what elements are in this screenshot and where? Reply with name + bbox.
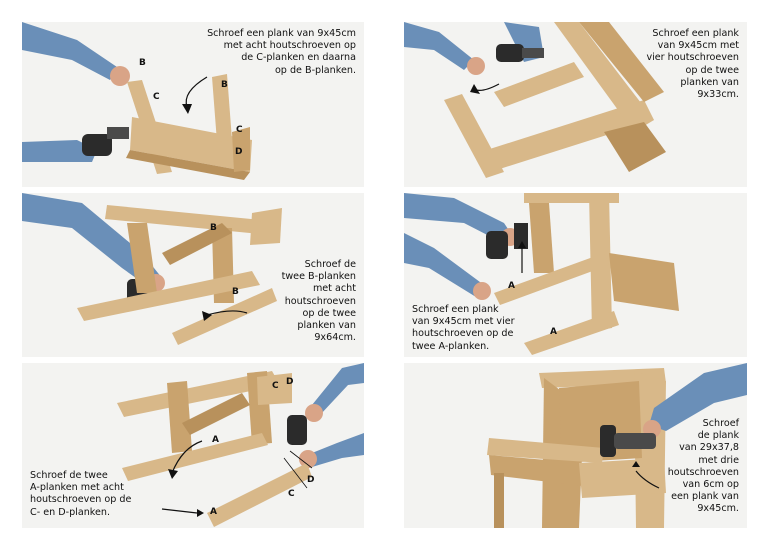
step-panel-2: Schroef een plank van 9x45cm met vier ho… [404, 22, 747, 187]
board-label-d: D [286, 377, 294, 387]
step-1-illustration [22, 22, 252, 180]
board-label-b: B [139, 58, 146, 68]
step-5-caption: Schroef de twee A-planken met acht houts… [30, 470, 132, 518]
board-label-d: D [307, 475, 315, 485]
step-3-caption: Schroef de twee B-planken met acht houts… [281, 259, 356, 344]
board-label-b: B [232, 287, 239, 297]
step-6-illustration [487, 363, 747, 528]
board-label-a: A [210, 507, 217, 517]
board-label-c: C [272, 381, 279, 391]
board-label-b: B [210, 223, 217, 233]
step-4-illustration [404, 193, 679, 355]
board-label-a: A [212, 435, 219, 445]
step-6-caption: Schroef de plank van 29x37,8 met drie ho… [667, 418, 739, 515]
step-panel-3: B B Schroef de twee B-planken met acht h… [22, 193, 364, 357]
step-3-illustration [22, 193, 282, 345]
step-4-caption: Schroef een plank van 9x45cm met vier ho… [412, 304, 515, 352]
step-1-caption: Schroef een plank van 9x45cm met acht ho… [207, 28, 356, 76]
board-label-d: D [235, 147, 243, 157]
step-5-illustration [117, 363, 364, 527]
board-label-c: C [236, 125, 243, 135]
step-panel-4: A A Schroef een plank van 9x45cm met vie… [404, 193, 747, 357]
step-panel-6: Schroef de plank van 29x37,8 met drie ho… [404, 363, 747, 528]
step-2-illustration [404, 22, 666, 178]
board-label-c: C [153, 92, 160, 102]
board-label-b: B [221, 80, 228, 90]
board-label-c: C [288, 489, 295, 499]
board-label-a: A [508, 281, 515, 291]
step-panel-5: C D A C D A Schroef de twee A-planken me… [22, 363, 364, 528]
board-label-a: A [550, 327, 557, 337]
step-panel-1: B C B C D Schroef een plank van 9x45cm m… [22, 22, 364, 187]
step-2-caption: Schroef een plank van 9x45cm met vier ho… [646, 28, 739, 101]
